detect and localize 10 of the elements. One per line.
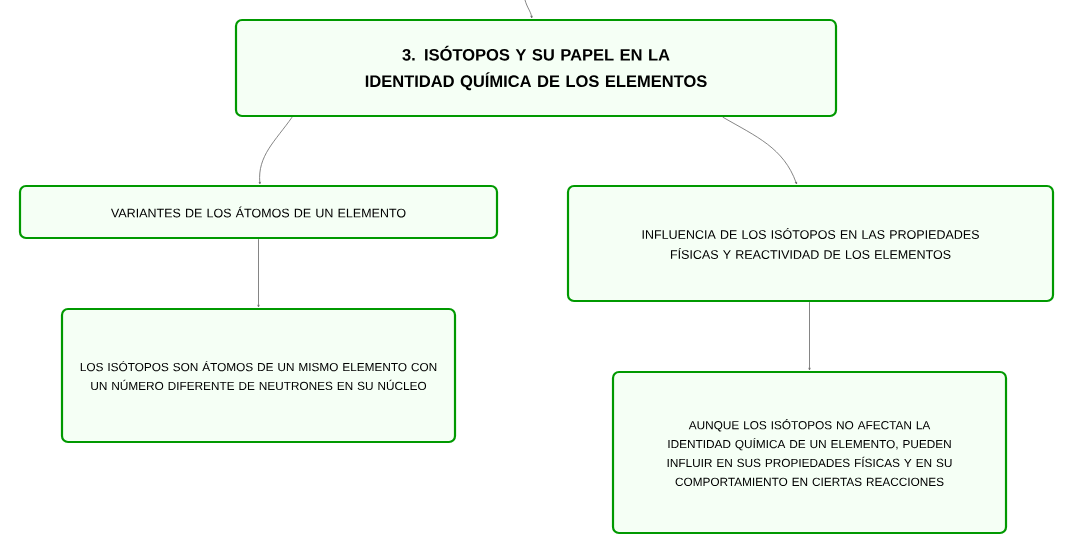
arrow: [722, 116, 797, 185]
topic-box: 3. ISÓTOPOS Y SU PAPEL EN LA IDENTIDAD QUÍMICA DE LOS ELEMENTOS: [234, 18, 838, 118]
arrow: [524, 0, 533, 19]
topic-box: AUNQUE LOS ISÓTOPOS NO AFECTAN LA IDENTIDAD QUÍMICA DE UN ELEMENTO, PUEDEN INFLUIR EN SUS PROPIEDADES FÍSICAS Y EN SU COMPORTAMIENTO EN CIERTAS REACCIONES: [611, 370, 1008, 535]
topic-box: LOS ISÓTOPOS SON ÁTOMOS DE UN MISMO ELEMENTO CON UN NÚMERO DIFERENTE DE NEUTRONES EN SU NÚCLEO: [60, 307, 457, 444]
arrow: [258, 116, 293, 185]
arrow: [808, 301, 811, 371]
topic-box: VARIANTES DE LOS ÁTOMOS DE UN ELEMENTO: [18, 184, 499, 240]
topic-box: INFLUENCIA DE LOS ISÓTOPOS EN LAS PROPIEDADES FÍSICAS Y REACTIVIDAD DE LOS ELEMENTOS: [566, 184, 1055, 303]
arrow: [257, 238, 260, 308]
